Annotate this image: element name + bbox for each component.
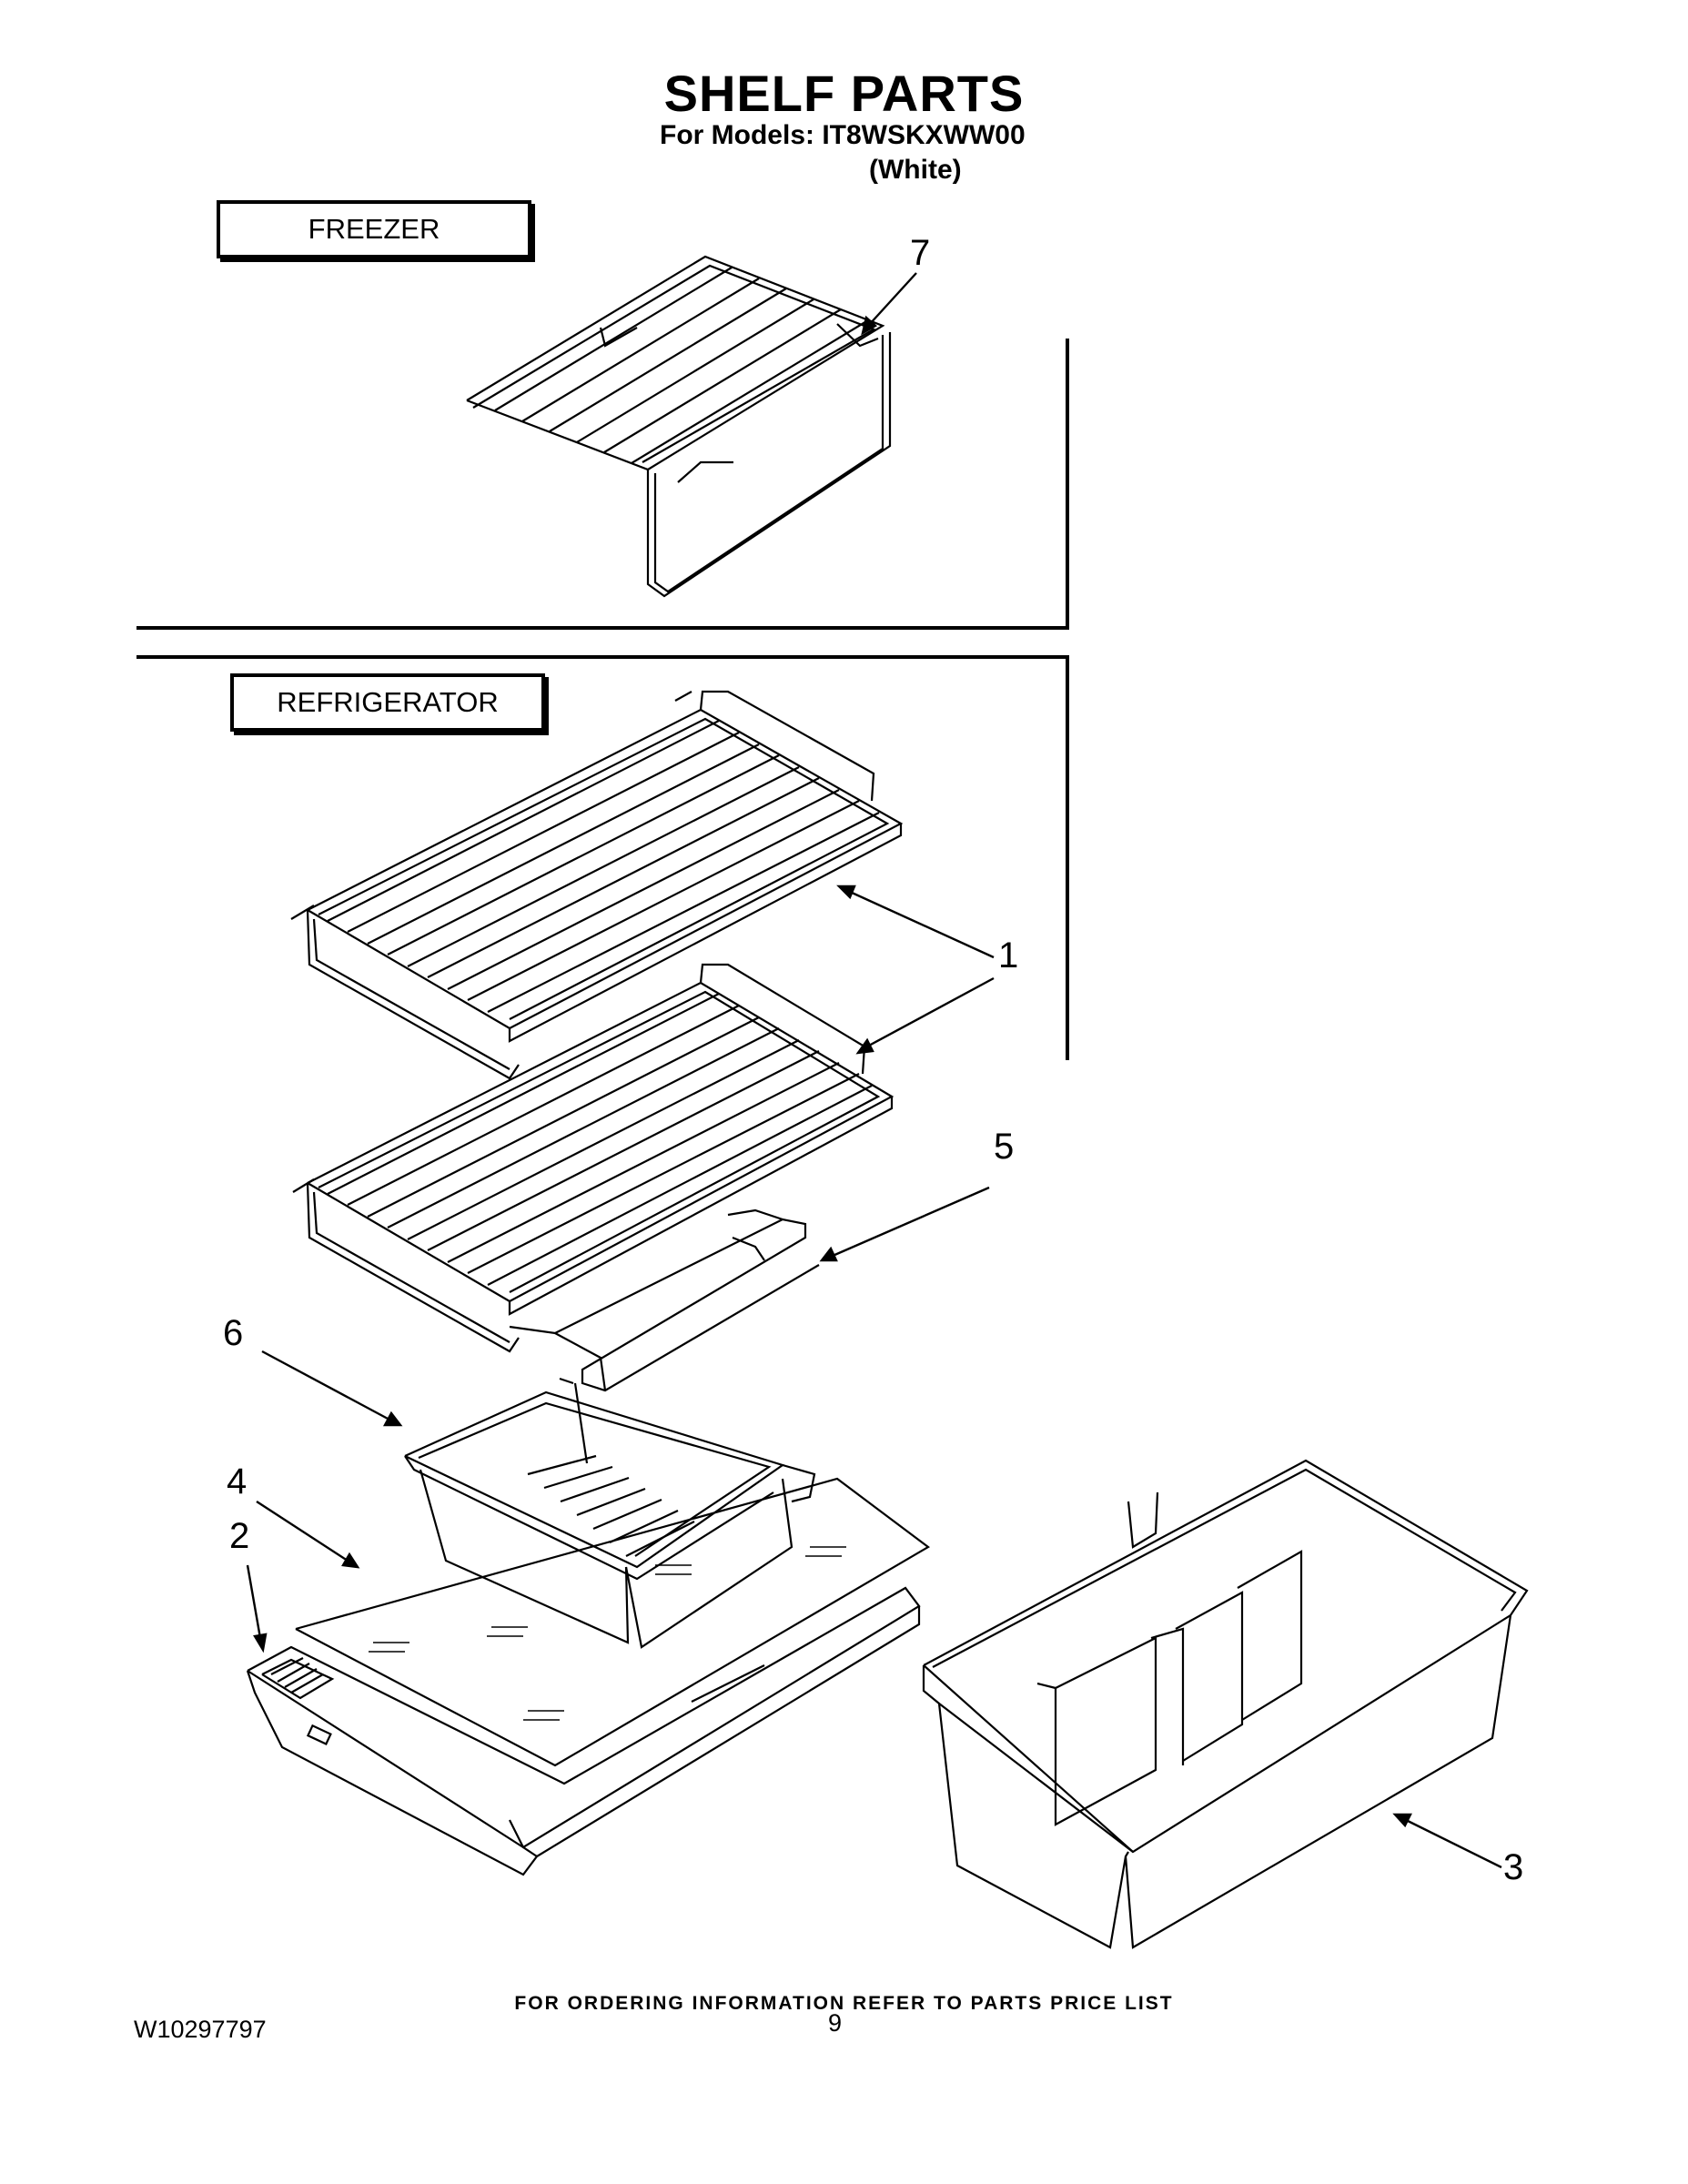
crisper-cover-frame	[246, 1586, 921, 1876]
upper-shelf-wires	[327, 720, 880, 1013]
crisper-drawer	[404, 1382, 816, 1649]
callout-1: 1	[998, 935, 1019, 976]
freezer-wire-shelf	[466, 255, 892, 598]
page-title: SHELF PARTS	[663, 65, 1025, 122]
arrowhead-4	[341, 1552, 360, 1569]
freezer-label-text: FREEZER	[308, 213, 440, 245]
callout-6: 6	[223, 1313, 244, 1353]
callout-4: 4	[227, 1461, 248, 1502]
leader-1a	[849, 890, 995, 959]
page-number: 9	[828, 2009, 843, 2037]
leader-3	[1405, 1818, 1502, 1869]
arrowhead-6	[382, 1410, 403, 1427]
arrowhead-2	[253, 1633, 268, 1653]
document-number: W10297797	[134, 2016, 267, 2043]
crisper-cover-glass	[295, 1477, 930, 1767]
section-dividers	[136, 339, 1069, 1060]
crisper-bin	[922, 1459, 1529, 1949]
freezer-section-label: FREEZER	[217, 200, 531, 258]
arrowhead-3	[1392, 1813, 1412, 1828]
leader-1b	[866, 976, 995, 1048]
lower-shelf-wires	[327, 993, 873, 1286]
refrigerator-label-text: REFRIGERATOR	[277, 686, 499, 718]
callout-3: 3	[1503, 1847, 1524, 1887]
leader-7	[868, 272, 917, 326]
crisper-slide-rail	[509, 1208, 820, 1392]
arrowhead-7	[861, 315, 878, 336]
crisper-drawer-vents	[527, 1454, 695, 1557]
leader-4	[256, 1500, 349, 1562]
refrigerator-shelf-upper	[290, 690, 904, 1080]
arrowhead-1a	[836, 885, 856, 900]
leader-2	[246, 1564, 262, 1639]
leader-6	[261, 1350, 390, 1421]
leader-5	[832, 1186, 990, 1258]
variant-line: (White)	[869, 155, 962, 185]
models-line: For Models: IT8WSKXWW00	[660, 120, 1026, 150]
callout-2: 2	[229, 1516, 250, 1556]
ordering-note: FOR ORDERING INFORMATION REFER TO PARTS …	[514, 1993, 1174, 2014]
callout-leaders	[246, 272, 1502, 1869]
callout-7: 7	[910, 233, 931, 273]
callout-5: 5	[994, 1127, 1015, 1167]
arrowhead-5	[819, 1246, 838, 1262]
arrowhead-1b	[855, 1037, 874, 1055]
refrigerator-section-label: REFRIGERATOR	[230, 673, 545, 732]
refrigerator-shelf-lower	[292, 963, 895, 1353]
